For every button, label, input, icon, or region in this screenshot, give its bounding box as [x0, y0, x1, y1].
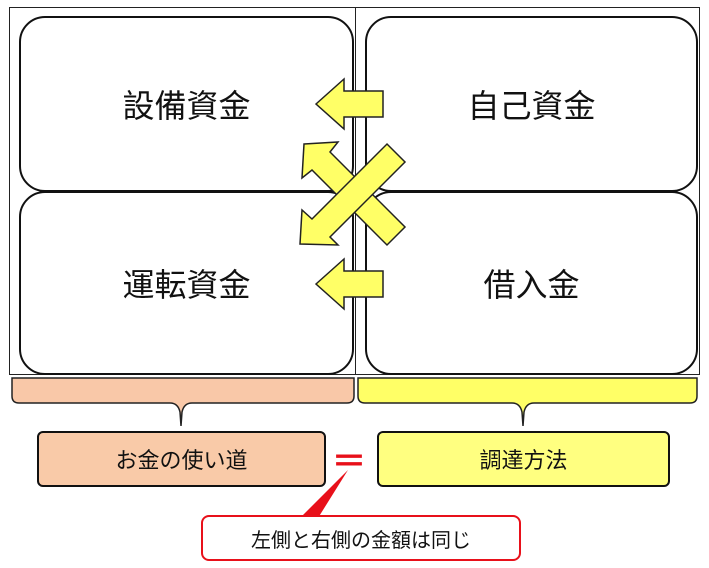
equal-sign-icon: ＝ [332, 442, 366, 482]
right-brace [357, 377, 698, 427]
arrow-left-icon [314, 77, 384, 131]
balance-callout-text: 左側と右側の金額は同じ [251, 527, 471, 552]
usage-of-funds-label: お金の使い道 [37, 431, 326, 487]
callout-pointer [300, 470, 348, 518]
working-capital-label: 運転資金 [122, 266, 251, 304]
left-brace [11, 377, 355, 427]
equipment-funds-label: 設備資金 [122, 87, 251, 125]
balance-sheet-frame [9, 7, 700, 375]
funding-method-text: 調達方法 [479, 449, 568, 474]
arrow-left-icon [314, 257, 384, 311]
usage-of-funds-text: お金の使い道 [115, 449, 248, 474]
balance-callout: 左側と右側の金額は同じ [201, 515, 521, 561]
funding-method-label: 調達方法 [377, 431, 670, 487]
borrowings-box: 借入金 [365, 191, 698, 375]
borrowings-label: 借入金 [483, 266, 580, 304]
cross-arrows-icon [299, 141, 407, 247]
own-capital-label: 自己資金 [467, 87, 596, 125]
